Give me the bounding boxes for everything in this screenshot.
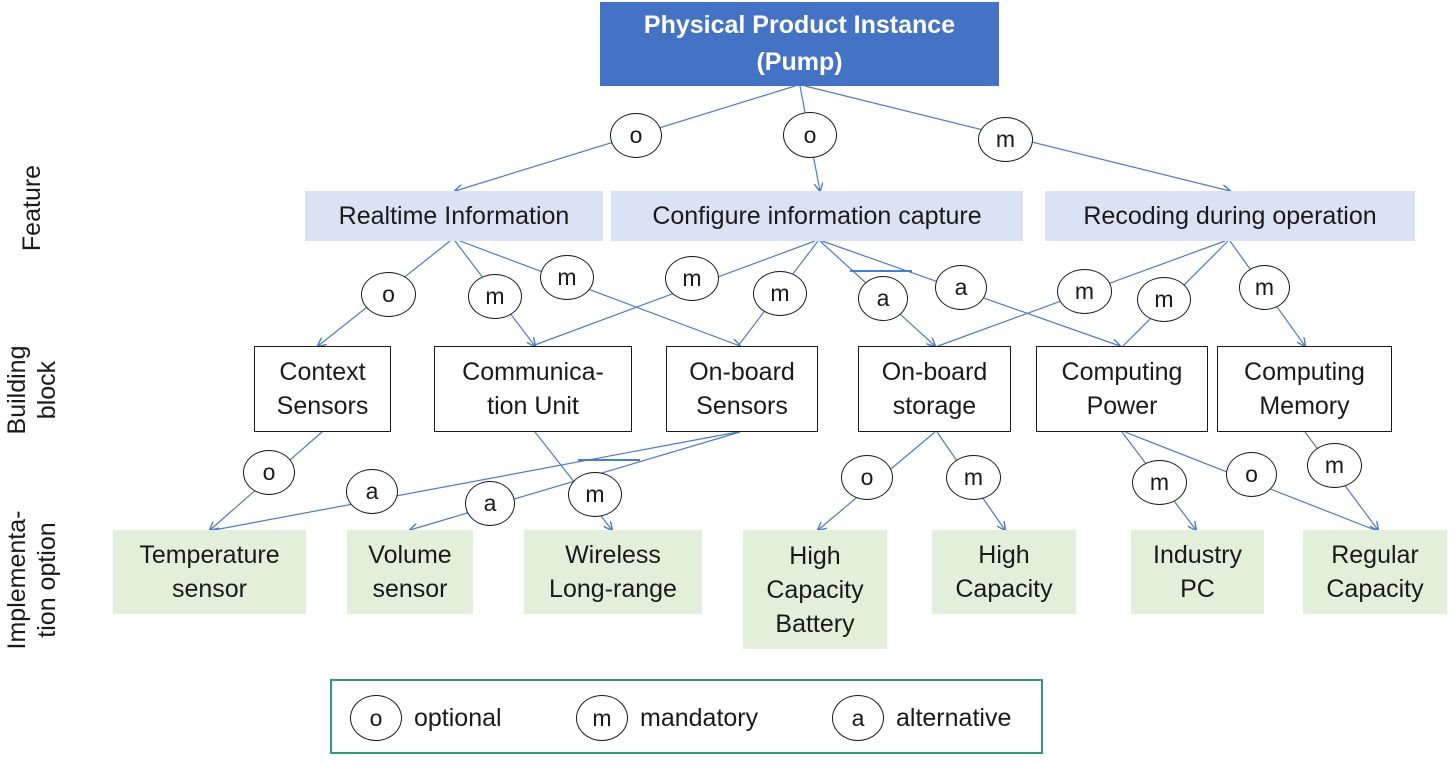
feature-configure-label: Configure information capture (652, 202, 982, 230)
impl-high-capacity-line1: High (978, 541, 1030, 569)
feature-recoding-during-operation: Recoding during operation (1045, 191, 1415, 241)
block-computing-memory-line1: Computing (1244, 358, 1365, 386)
impl-industry-pc-line2: PC (1180, 575, 1215, 603)
row-label-feature-text: Feature (18, 164, 46, 252)
block-context-line1: Context (279, 358, 366, 386)
marker-power-industry: m (1132, 460, 1187, 505)
row-label-implementation-line2: tion option (33, 522, 61, 638)
root-node: Physical Product Instance (Pump) (600, 2, 999, 86)
feature-recoding-label: Recoding during operation (1083, 202, 1377, 230)
feature-realtime-information: Realtime Information (305, 191, 603, 241)
marker-root-realtime: o (610, 113, 662, 158)
block-computing-power-line2: Power (1086, 392, 1158, 420)
marker-recoding-power: m (1137, 277, 1191, 322)
marker-power-regular: o (1226, 452, 1277, 497)
row-label-building-block: Building block (2, 346, 62, 435)
marker-memory-regular: m (1307, 443, 1362, 488)
marker-configure-comm: m (665, 256, 719, 301)
row-label-implementation-option: Implementa- tion option (2, 511, 62, 650)
marker-comm-wireless: m (568, 472, 622, 517)
marker-realtime-comm: m (468, 274, 522, 319)
marker-root-recoding: m (978, 117, 1033, 162)
marker-onboard-temperature: a (346, 469, 398, 514)
marker-context-temperature: o (243, 450, 295, 495)
legend-label-optional: optional (414, 703, 502, 732)
marker-recoding-memory: m (1239, 265, 1290, 310)
impl-high-capacity-line2: Capacity (955, 575, 1053, 603)
row-label-feature: Feature (17, 165, 47, 251)
row-label-building-line1: Building (3, 345, 31, 435)
block-communication-unit: Communica-tion Unit (434, 346, 632, 432)
legend-item-alternative: a alternative (832, 694, 1011, 742)
impl-battery-line1: High (789, 541, 841, 570)
block-context-line2: Sensors (276, 392, 369, 420)
block-onboard-sensors-line1: On-board (689, 358, 795, 386)
impl-temperature-line1: Temperature (139, 541, 280, 569)
legend-symbol-mandatory: m (576, 695, 628, 741)
impl-wireless-line1: Wireless (565, 541, 661, 569)
marker-onboard-volume: a (465, 481, 515, 526)
marker-recoding-storage: m (1057, 269, 1112, 314)
marker-storage-high: m (946, 455, 1001, 500)
block-onboard-sensors-line2: Sensors (696, 392, 788, 420)
legend: o optional m mandatory a alternative (330, 679, 1043, 754)
legend-item-mandatory: m mandatory (576, 694, 758, 742)
impl-battery-line3: Battery (775, 609, 855, 638)
legend-label-mandatory: mandatory (640, 703, 759, 732)
impl-volume-line2: sensor (372, 575, 448, 603)
block-onboard-storage: On-board storage (858, 346, 1011, 432)
impl-volume-line1: Volume (368, 541, 452, 569)
block-computing-power-line1: Computing (1061, 358, 1183, 386)
edge-onboard-temperature (213, 431, 739, 531)
marker-configure-storage: a (858, 276, 908, 321)
root-subtitle: (Pump) (756, 48, 843, 76)
block-onboard-storage-line2: storage (892, 392, 977, 420)
block-comm-line2: tion Unit (487, 392, 579, 420)
legend-item-optional: o optional (350, 694, 502, 742)
block-onboard-storage-line1: On-board (881, 358, 988, 386)
marker-configure-onboard: m (753, 271, 807, 316)
legend-symbol-alternative: a (832, 695, 884, 741)
legend-symbol-optional: o (350, 695, 402, 741)
feature-configure-information-capture: Configure information capture (611, 191, 1023, 241)
row-label-building-line2: block (33, 360, 61, 420)
impl-battery-line2: Capacity (766, 575, 864, 604)
root-title: Physical Product Instance (643, 11, 956, 39)
marker-configure-power: a (935, 265, 987, 310)
impl-regular-capacity-line2: Capacity (1326, 575, 1424, 603)
impl-temperature-line2: sensor (171, 575, 248, 603)
impl-wireless-line2: Long-range (549, 575, 677, 603)
row-label-implementation-line1: Implementa- (3, 510, 31, 650)
marker-storage-battery: o (841, 455, 893, 500)
block-computing-memory-line2: Memory (1259, 392, 1350, 420)
legend-label-alternative: alternative (896, 703, 1012, 732)
impl-industry-pc-line1: Industry (1153, 541, 1242, 569)
marker-root-configure: o (783, 112, 837, 158)
impl-temperature-sensor: Temperature sensor (113, 530, 306, 614)
impl-regular-capacity-line1: Regular (1331, 541, 1419, 569)
block-comm-line1: Communica- (462, 358, 604, 386)
marker-realtime-onboard: m (540, 255, 594, 300)
impl-volume-sensor: Volume sensor (347, 530, 473, 614)
edge-realtime-onboard (459, 240, 740, 346)
feature-realtime-label: Realtime Information (338, 202, 570, 230)
marker-realtime-context: o (361, 272, 416, 317)
